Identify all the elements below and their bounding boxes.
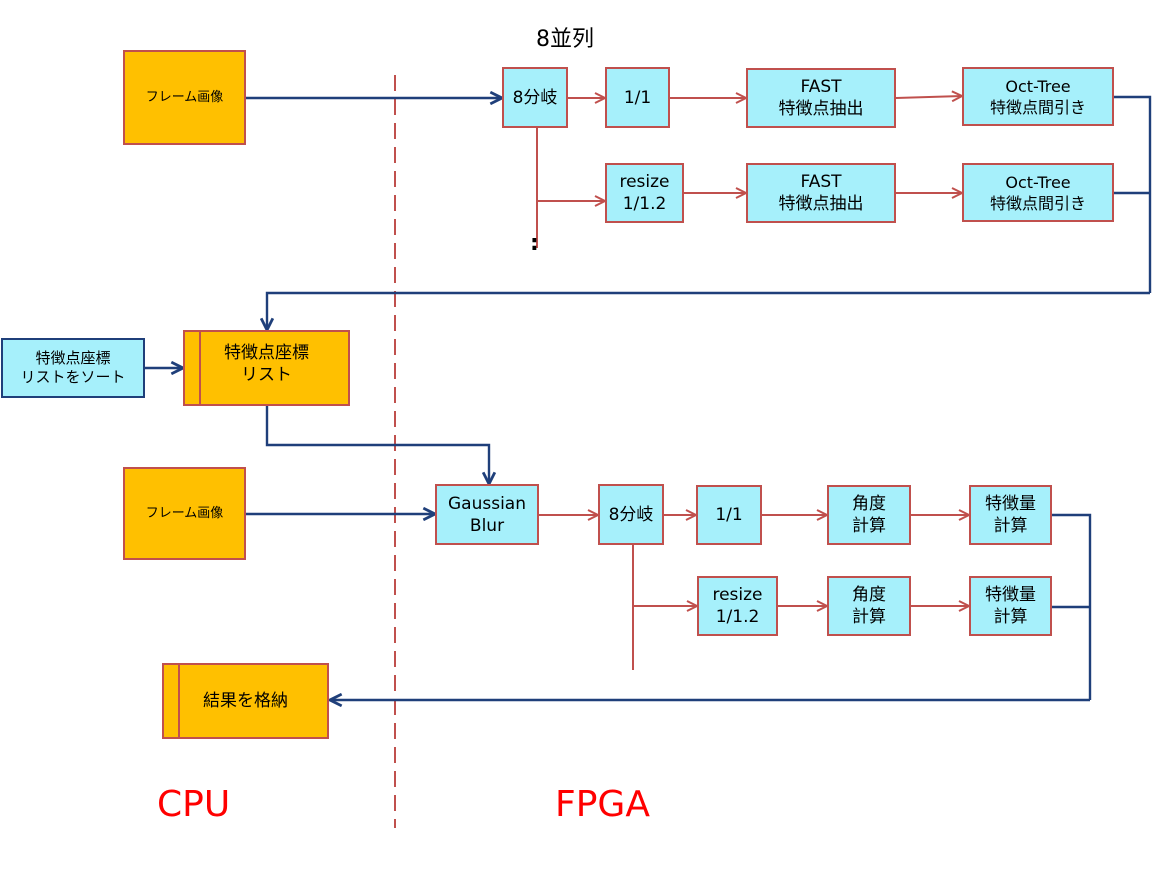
angle-label: 角度 [852,585,886,605]
resize-ratio-label: 1/1.2 [622,194,667,214]
feature-label: 特徴量 [985,494,1036,514]
octree-box-1: Oct-Tree 特徴点間引き [962,67,1114,126]
continuation-dots: : [530,231,539,256]
resize-label: resize [712,585,763,605]
scale-1-box-bottom: 1/1 [696,485,762,545]
octree-sublabel: 特徴点間引き [989,193,1086,213]
sort-coords-sublabel: リストをソート [20,368,126,386]
parallel-label: 8並列 [536,27,594,52]
blur-label: Blur [469,515,505,536]
fast-label: FAST [800,172,842,192]
fast-box-2: FAST 特徴点抽出 [746,163,896,223]
frame-image-label: フレーム画像 [145,90,224,105]
arrow-feature1-out [1052,513,1092,700]
resize-box-bottom: resize 1/1.2 [697,576,778,636]
scale-1-label: 1/1 [715,505,743,525]
feature-box-1: 特徴量 計算 [969,485,1052,545]
frame-image-box-bottom: フレーム画像 [123,467,246,560]
cpu-region-label: CPU [157,784,231,825]
frame-image-box-top: フレーム画像 [123,50,246,145]
octree-label: Oct-Tree [1005,76,1071,96]
branch-label: 8分岐 [608,504,654,525]
resize-ratio-label: 1/1.2 [715,607,760,627]
scale-1-label: 1/1 [623,87,652,108]
resize-box-top: resize 1/1.2 [605,163,684,223]
angle-sublabel: 計算 [852,516,886,536]
resize-label: resize [619,172,670,192]
feature-sublabel: 計算 [993,516,1028,536]
octree-sublabel: 特徴点間引き [989,97,1086,117]
gaussian-blur-box: Gaussian Blur [435,484,539,545]
arrow-octree-to-list [267,291,1150,330]
sort-coords-box: 特徴点座標 リストをソート [1,338,145,398]
result-store-box: 結果を格納 [162,663,329,739]
coords-list-label: 特徴点座標 [224,343,309,363]
angle-sublabel: 計算 [852,607,886,627]
fpga-region-label: FPGA [555,784,650,825]
arrow-list-to-blur [265,406,489,484]
octree-label: Oct-Tree [1005,172,1071,192]
angle-box-1: 角度 計算 [827,485,911,545]
octree-box-2: Oct-Tree 特徴点間引き [962,163,1114,222]
coords-list-sublabel: リスト [241,365,292,385]
coords-list-box: 特徴点座標 リスト [183,330,350,406]
branch-box-top: 8分岐 [502,67,568,128]
arrow-octree1-out [1114,95,1152,293]
frame-image-label: フレーム画像 [145,506,224,521]
feature-sublabel: 計算 [993,607,1028,627]
feature-label: 特徴量 [985,585,1036,605]
feature-box-2: 特徴量 計算 [969,576,1052,636]
angle-box-2: 角度 計算 [827,576,911,636]
fast-label: FAST [800,77,842,97]
branch-box-bottom: 8分岐 [598,484,664,545]
fast-sublabel: 特徴点抽出 [778,194,864,214]
result-store-label: 結果を格納 [203,691,288,711]
scale-1-box-top: 1/1 [605,67,670,128]
branch-label: 8分岐 [512,87,558,108]
sort-coords-label: 特徴点座標 [35,349,111,367]
arrow-fast-to-octree-top [895,96,962,98]
fast-box-1: FAST 特徴点抽出 [746,68,896,128]
fast-sublabel: 特徴点抽出 [778,99,864,119]
gaussian-label: Gaussian [448,493,526,514]
angle-label: 角度 [852,494,886,514]
